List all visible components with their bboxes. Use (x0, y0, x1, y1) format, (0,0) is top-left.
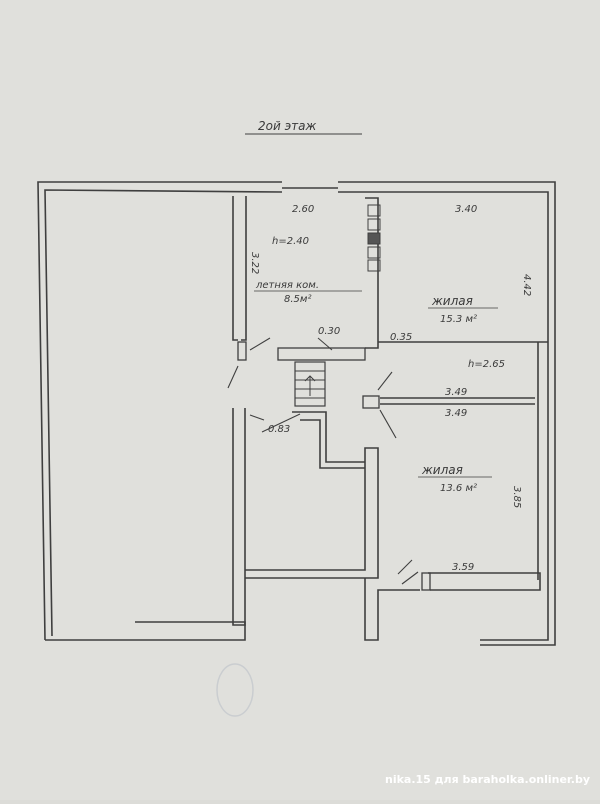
outer-wall-right (338, 181, 556, 646)
wall-summer-left (232, 196, 238, 341)
plan-title: 2ой этаж (258, 119, 317, 133)
interior-walls (232, 196, 548, 641)
wall-chimney (365, 197, 379, 349)
dim-summer-top: 2.60 (292, 204, 314, 215)
dim-living1-top: 3.40 (455, 204, 477, 215)
stamp-mark (216, 663, 254, 717)
chimney-vents (367, 204, 381, 272)
door-swing (401, 571, 419, 585)
wall-central-bottom (245, 447, 379, 579)
living1-area: 15.3 м² (440, 314, 477, 325)
door-swing (379, 409, 397, 439)
wall-pillar (362, 395, 380, 409)
wall-summer-post (237, 341, 247, 361)
dim-stair-b: 0.35 (390, 332, 412, 343)
outer-walls (37, 181, 556, 646)
doors (227, 337, 419, 585)
wall-bottom-middle (364, 578, 420, 641)
door-swing (249, 337, 271, 351)
outer-wall-bottom-stub (135, 621, 246, 641)
door-swing (397, 559, 413, 575)
vent-4 (367, 246, 381, 259)
door-swing (227, 365, 239, 389)
dim-partition-top: 3.49 (445, 387, 467, 398)
outer-wall-left-inner (44, 189, 283, 637)
wall-summer-left-inner (241, 196, 247, 341)
leader-line (317, 337, 333, 351)
door-swing (377, 371, 393, 391)
living2-area: 13.6 м² (440, 483, 477, 494)
living1-height: h=2.65 (468, 359, 505, 370)
dim-stair-c: 0.83 (268, 424, 290, 435)
summer-room-height: h=2.40 (272, 236, 309, 247)
dim-stair-a: 0.30 (318, 326, 340, 337)
vent-1 (367, 204, 381, 217)
door-swing (249, 414, 265, 421)
dim-partition-bottom: 3.49 (445, 408, 467, 419)
dim-living2-bottom: 3.59 (452, 562, 474, 573)
vent-2 (367, 218, 381, 231)
wall-central-left (232, 408, 246, 626)
living2-name: жилая (421, 463, 463, 477)
stair-arrow-icon (304, 375, 316, 382)
dim-living1-side: 4.42 (521, 274, 532, 296)
wall-stair-well-inner (300, 419, 365, 469)
dim-living2-side: 3.85 (511, 486, 522, 508)
stair-outline (294, 361, 326, 407)
watermark: nika.15 для baraholka.onliner.by (385, 773, 590, 786)
wall-door-post (421, 572, 431, 591)
leader-line (261, 413, 301, 433)
summer-room-area: 8.5м² (284, 294, 311, 305)
summer-room-name: летняя ком. (255, 280, 319, 291)
staircase (294, 361, 326, 407)
outer-wall-right-inner (338, 191, 549, 641)
living1-name: жилая (431, 294, 473, 308)
wall-living2-bottom (428, 572, 541, 591)
vent-3 (367, 232, 381, 245)
dim-summer-side: 3.22 (249, 252, 260, 274)
wall-stair-well (292, 411, 365, 463)
outer-wall-left (37, 181, 282, 641)
vent-5 (367, 259, 381, 272)
wall-landing (277, 347, 366, 361)
faint-stamp (216, 663, 254, 717)
